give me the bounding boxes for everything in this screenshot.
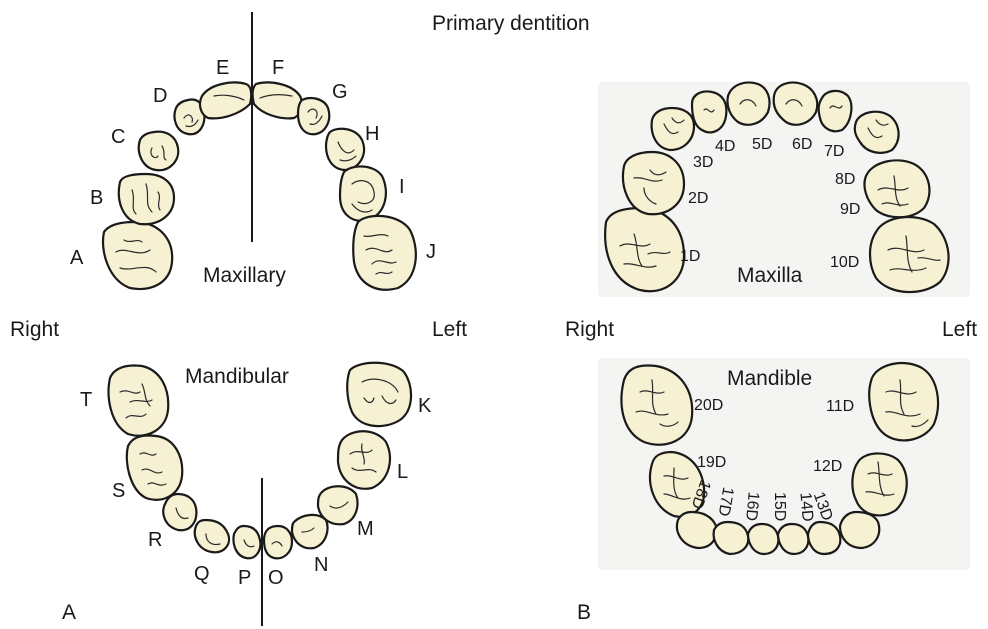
tooth-5D (727, 83, 769, 125)
label-O: O (268, 567, 284, 589)
tooth-M (318, 486, 358, 524)
tooth-C (139, 132, 178, 171)
label-1D: 1D (680, 248, 700, 265)
panel-a-left-label: Left (432, 318, 467, 341)
tooth-K (347, 363, 411, 426)
label-K: K (418, 395, 432, 417)
tooth-4D (692, 92, 726, 133)
tooth-H (326, 129, 364, 170)
label-7D: 7D (824, 143, 844, 160)
tooth-17D (714, 522, 749, 554)
label-12D: 12D (813, 458, 842, 475)
tooth-7D (819, 91, 852, 131)
tooth-B (119, 174, 174, 224)
label-8D: 8D (835, 171, 855, 188)
tooth-L (338, 431, 390, 489)
tooth-9D (864, 160, 929, 217)
label-5D: 5D (752, 136, 772, 153)
label-14D: 14D (796, 492, 815, 523)
label-P: P (238, 567, 251, 589)
label-T: T (80, 389, 92, 411)
tooth-12D (852, 453, 906, 515)
label-16D: 16D (742, 491, 761, 522)
panel-b-right-label: Right (565, 318, 614, 341)
label-R: R (148, 529, 162, 551)
label-A: A (70, 247, 84, 269)
maxilla-label: Maxilla (737, 264, 803, 287)
label-B: B (90, 187, 103, 209)
tooth-F (253, 83, 302, 119)
label-15D: 15D (771, 492, 788, 521)
tooth-J (353, 216, 416, 290)
maxillary-teeth (103, 83, 416, 290)
label-G: G (332, 81, 348, 103)
label-E: E (216, 57, 229, 79)
label-11D: 11D (826, 398, 854, 415)
mandibular-label: Mandibular (185, 365, 289, 388)
tooth-S (127, 435, 182, 499)
label-6D: 6D (792, 136, 812, 153)
label-D: D (153, 85, 167, 107)
tooth-13D (840, 512, 879, 548)
tooth-14D (808, 522, 840, 554)
tooth-A (103, 222, 172, 289)
tooth-E (200, 83, 251, 119)
label-9D: 9D (840, 201, 860, 218)
panel-b-letter: B (577, 601, 591, 624)
tooth-16D (748, 524, 778, 554)
label-J: J (426, 241, 436, 263)
tooth-G (298, 98, 329, 134)
label-L: L (397, 461, 408, 483)
label-C: C (111, 126, 125, 148)
tooth-N (292, 515, 328, 548)
tooth-10D (870, 217, 949, 292)
tooth-I (340, 166, 386, 220)
label-4D: 4D (715, 138, 735, 155)
label-20D: 20D (694, 397, 723, 414)
label-F: F (272, 57, 284, 79)
tooth-R (163, 494, 196, 530)
mandible-label: Mandible (727, 367, 812, 390)
panel-a-right-label: Right (10, 318, 59, 341)
label-3D: 3D (693, 154, 713, 171)
label-S: S (112, 480, 125, 502)
tooth-15D (778, 524, 808, 554)
label-I: I (399, 176, 405, 198)
tooth-Q (195, 520, 229, 552)
label-M: M (357, 518, 374, 540)
label-10D: 10D (830, 254, 859, 271)
label-2D: 2D (688, 190, 708, 207)
tooth-3D (652, 108, 694, 150)
panel-b-left-label: Left (942, 318, 977, 341)
label-Q: Q (194, 563, 210, 585)
tooth-11D (869, 363, 938, 440)
page-title: Primary dentition (432, 12, 590, 35)
maxillary-label: Maxillary (203, 264, 286, 287)
label-N: N (314, 554, 328, 576)
tooth-P (234, 526, 261, 558)
label-H: H (365, 123, 379, 145)
tooth-2D (623, 152, 684, 214)
panel-a-letter: A (62, 601, 76, 624)
tooth-O (264, 526, 292, 558)
label-19D: 19D (697, 454, 726, 471)
tooth-T (109, 366, 169, 436)
